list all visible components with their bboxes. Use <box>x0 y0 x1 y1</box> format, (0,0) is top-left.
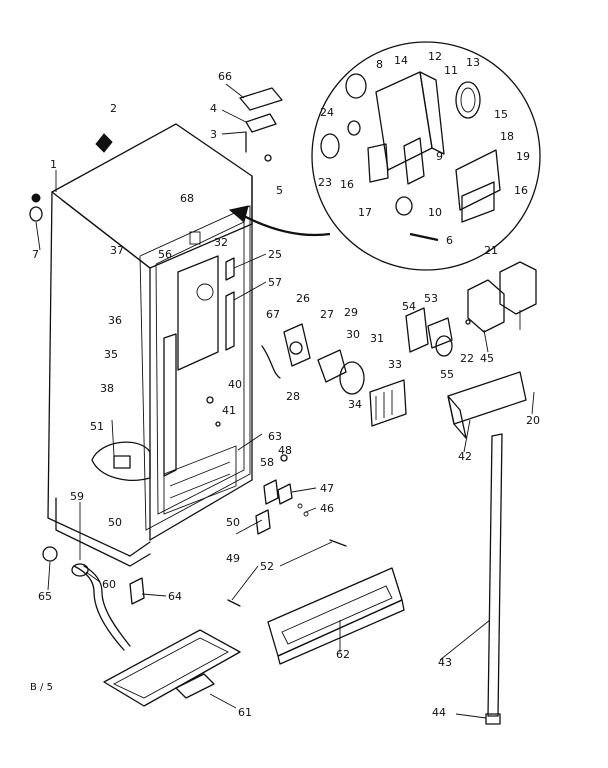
callout-35: 35 <box>104 348 118 361</box>
callout-10: 10 <box>428 206 442 219</box>
callout-68: 68 <box>180 192 194 205</box>
cabinet-body <box>47 123 253 567</box>
callout-57: 57 <box>268 276 282 289</box>
callout-23: 23 <box>318 176 332 189</box>
callout-9: 9 <box>436 150 443 163</box>
callout-1: 1 <box>50 158 57 171</box>
callout-5: 5 <box>276 184 283 197</box>
callout-7: 7 <box>32 248 39 261</box>
callout-11: 11 <box>444 64 458 77</box>
diagram-footer-code: B / 5 <box>30 682 53 693</box>
callout-29: 29 <box>344 306 358 319</box>
callout-51: 51 <box>90 420 104 433</box>
callout-56: 56 <box>158 248 172 261</box>
callout-37: 37 <box>110 244 124 257</box>
callout-17: 17 <box>358 206 372 219</box>
callout-60: 60 <box>102 578 116 591</box>
callout-28: 28 <box>286 390 300 403</box>
callout-54: 54 <box>402 300 416 313</box>
callout-26: 26 <box>296 292 310 305</box>
callout-27: 27 <box>320 308 334 321</box>
callout-16-right: 16 <box>514 184 528 197</box>
callout-44: 44 <box>432 706 446 719</box>
callout-55: 55 <box>440 368 454 381</box>
callout-32: 32 <box>214 236 228 249</box>
detail-inset <box>311 41 541 271</box>
callout-53: 53 <box>424 292 438 305</box>
callout-50-left: 50 <box>108 516 122 529</box>
right-parts <box>369 261 537 725</box>
callout-19: 19 <box>516 150 530 163</box>
callout-62: 62 <box>336 648 350 661</box>
callout-15: 15 <box>494 108 508 121</box>
callout-52: 52 <box>260 560 274 573</box>
callout-22: 22 <box>460 352 474 365</box>
top-left-parts <box>29 87 283 222</box>
callout-30: 30 <box>346 328 360 341</box>
callout-47: 47 <box>320 482 334 495</box>
callout-40: 40 <box>228 378 242 391</box>
callout-14: 14 <box>394 54 408 67</box>
callout-59: 59 <box>70 490 84 503</box>
callout-64: 64 <box>168 590 182 603</box>
callout-16: 16 <box>340 178 354 191</box>
callout-34: 34 <box>348 398 362 411</box>
callout-3: 3 <box>210 128 217 141</box>
callout-41: 41 <box>222 404 236 417</box>
callout-48: 48 <box>278 444 292 457</box>
leader-lines <box>35 83 535 719</box>
lower-parts <box>42 539 405 707</box>
callout-65: 65 <box>38 590 52 603</box>
callout-18: 18 <box>500 130 514 143</box>
callout-25: 25 <box>268 248 282 261</box>
callout-4: 4 <box>210 102 217 115</box>
callout-6: 6 <box>446 234 453 247</box>
callout-67: 67 <box>266 308 280 321</box>
callout-63: 63 <box>268 430 282 443</box>
callout-2: 2 <box>110 102 117 115</box>
callout-42: 42 <box>458 450 472 463</box>
callout-13: 13 <box>466 56 480 69</box>
callout-8: 8 <box>376 58 383 71</box>
callout-31: 31 <box>370 332 384 345</box>
callout-66: 66 <box>218 70 232 83</box>
center-parts <box>206 323 365 535</box>
callout-61: 61 <box>238 706 252 719</box>
callout-33: 33 <box>388 358 402 371</box>
callout-45: 45 <box>480 352 494 365</box>
callout-24: 24 <box>320 106 334 119</box>
callout-36: 36 <box>108 314 122 327</box>
callout-58: 58 <box>260 456 274 469</box>
callout-labels: 1 2 3 4 5 6 7 8 9 10 11 12 13 14 15 16 1… <box>32 50 540 719</box>
callout-12: 12 <box>428 50 442 63</box>
callout-43: 43 <box>438 656 452 669</box>
callout-49: 49 <box>226 552 240 565</box>
callout-46: 46 <box>320 502 334 515</box>
callout-20: 20 <box>526 414 540 427</box>
callout-21: 21 <box>484 244 498 257</box>
callout-38: 38 <box>100 382 114 395</box>
callout-50-bottom: 50 <box>226 516 240 529</box>
